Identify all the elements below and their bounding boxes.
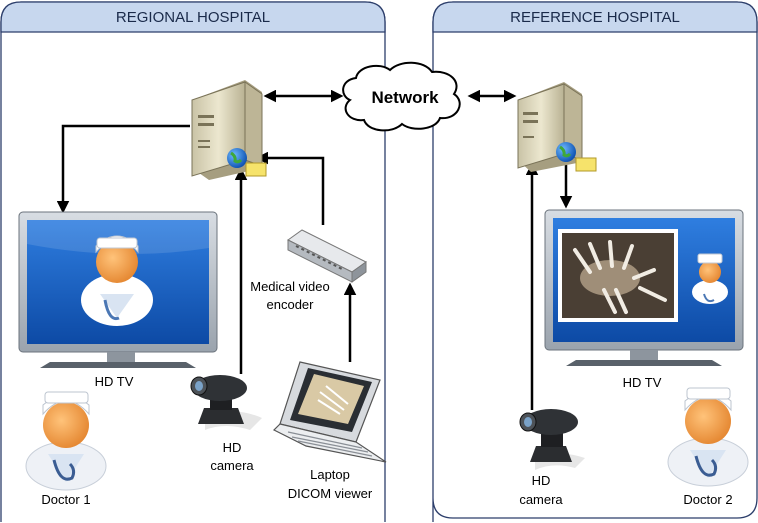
- medical-video-encoder: Medical video encoder: [250, 229, 367, 312]
- doctor-on-screen-icon: [692, 253, 728, 304]
- regional-camera-label-line1: HD: [223, 440, 242, 455]
- regional-camera-label-line2: camera: [210, 458, 254, 473]
- doctor-1-label: Doctor 1: [41, 492, 90, 507]
- reference-hospital-title: REFERENCE HOSPITAL: [510, 9, 680, 26]
- reference-tv-label: HD TV: [623, 375, 662, 390]
- connection-arrows: [56, 89, 573, 410]
- reference-camera-label-line1: HD: [532, 473, 551, 488]
- globe-icon: [556, 142, 576, 162]
- network-label: Network: [371, 88, 439, 107]
- regional-hd-camera: HD camera: [190, 375, 262, 473]
- doctor-on-screen-icon: [81, 235, 153, 326]
- reference-server: [517, 82, 597, 172]
- globe-icon: [227, 148, 247, 168]
- encoder-label-line1: Medical video: [250, 279, 330, 294]
- encoder-label-line2: encoder: [267, 297, 315, 312]
- doctor-1-icon: Doctor 1: [25, 391, 107, 507]
- regional-hd-tv: HD TV: [18, 211, 218, 389]
- xray-hand-image: [562, 233, 674, 318]
- reference-camera-label-line2: camera: [519, 492, 563, 507]
- reference-hd-tv: HD TV: [544, 209, 744, 390]
- regional-tv-label: HD TV: [95, 374, 134, 389]
- arrow-encoder-server1: [255, 151, 325, 225]
- laptop-label-line2: DICOM viewer: [288, 486, 373, 501]
- network-cloud: Network: [342, 61, 461, 132]
- folder-icon: [575, 157, 597, 172]
- doctor-2-label: Doctor 2: [683, 492, 732, 507]
- laptop-dicom-viewer: Laptop DICOM viewer: [272, 361, 387, 501]
- arrow-server1-tv1: [56, 124, 190, 214]
- regional-hospital-title: REGIONAL HOSPITAL: [116, 9, 270, 26]
- doctor-2-icon: Doctor 2: [667, 387, 749, 507]
- reference-hd-camera: HD camera: [519, 409, 585, 507]
- regional-server: [191, 80, 267, 180]
- folder-icon: [245, 162, 267, 177]
- laptop-label-line1: Laptop: [310, 467, 350, 482]
